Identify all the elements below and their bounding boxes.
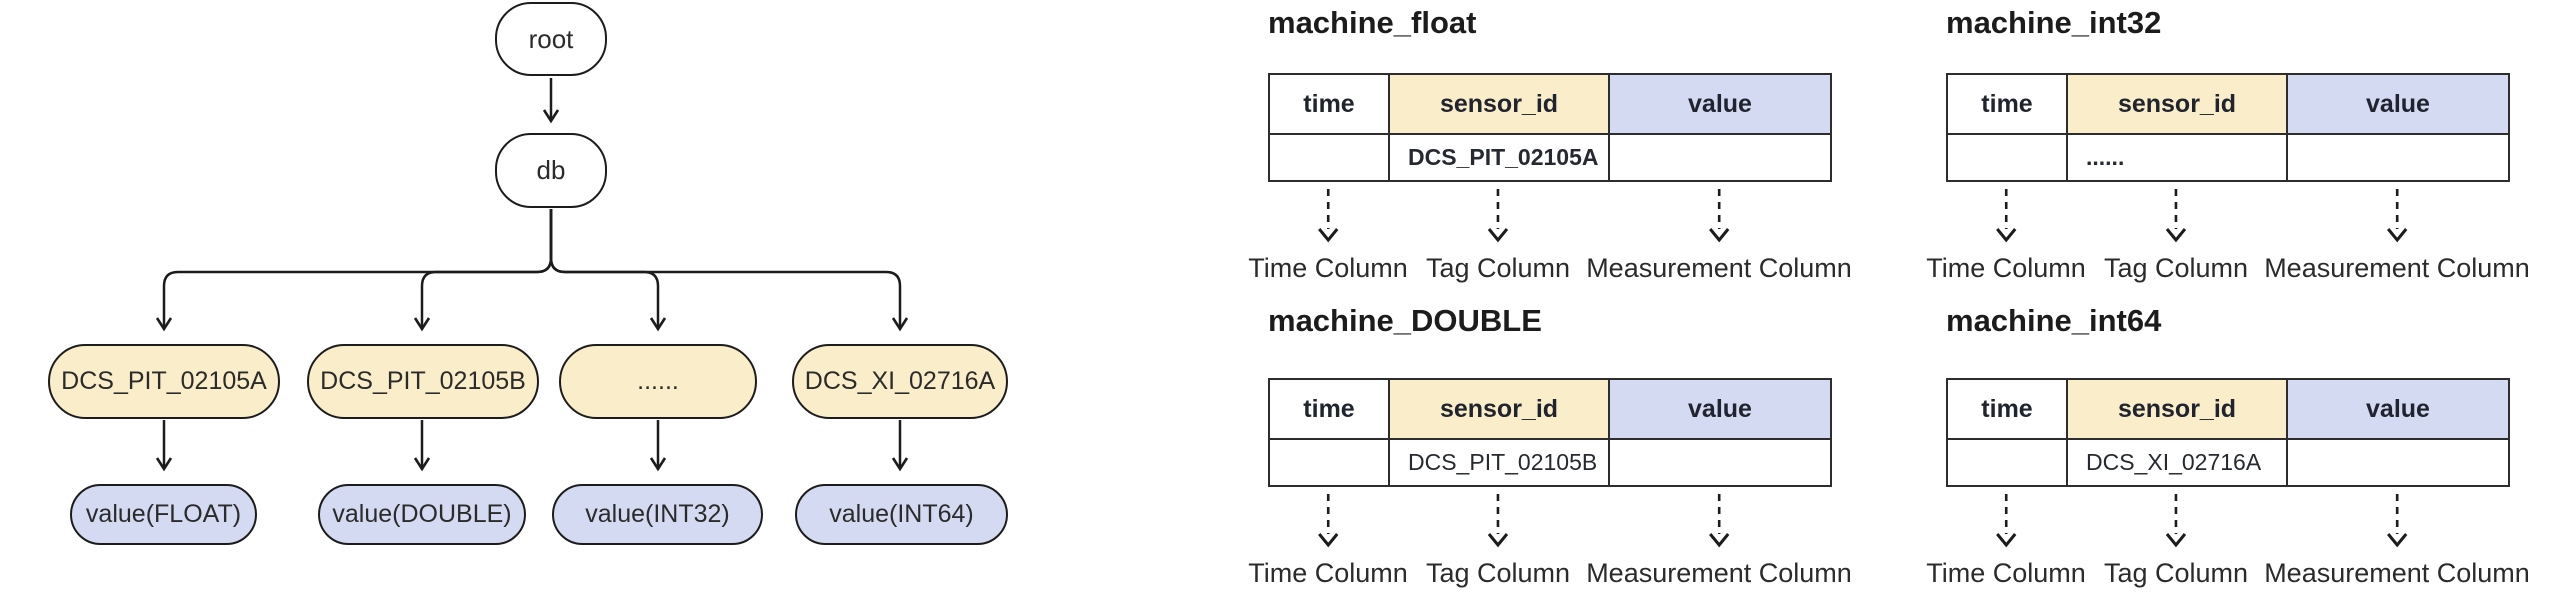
tree-node-value-int64: value(INT64) bbox=[795, 484, 1008, 545]
column-role-measurement: Measurement Column bbox=[2264, 493, 2530, 588]
column-header-time: time bbox=[1268, 73, 1390, 135]
column-role-time: Time Column bbox=[1248, 493, 1408, 588]
dashed-arrow-icon bbox=[2386, 494, 2408, 548]
column-header-value: value bbox=[1608, 73, 1832, 135]
cell-time bbox=[1268, 133, 1390, 182]
column-role-label: Tag Column bbox=[2103, 558, 2249, 588]
cell-sensor-id: ...... bbox=[2066, 133, 2288, 182]
table-data-row: ...... bbox=[1946, 133, 2510, 182]
column-role-measurement: Measurement Column bbox=[1586, 493, 1852, 588]
column-role-time: Time Column bbox=[1248, 188, 1408, 283]
measurement-table: time sensor_id value ...... bbox=[1946, 73, 2510, 182]
table-header-row: time sensor_id value bbox=[1268, 73, 1832, 135]
column-role-time: Time Column bbox=[1926, 493, 2086, 588]
table-title: machine_int32 bbox=[1946, 5, 2162, 40]
column-header-value: value bbox=[2286, 73, 2510, 135]
cell-value bbox=[2286, 133, 2510, 182]
tree-node-db: db bbox=[495, 133, 607, 208]
column-role-measurement: Measurement Column bbox=[1586, 188, 1852, 283]
column-role-annotations: Time Column Tag Column Measurement Colum… bbox=[1248, 182, 1852, 290]
tree-node-sensor-1: DCS_PIT_02105A bbox=[48, 344, 280, 419]
column-role-annotations: Time Column Tag Column Measurement Colum… bbox=[1248, 487, 1852, 595]
tree-node-value-float: value(FLOAT) bbox=[70, 484, 257, 545]
table-title: machine_int64 bbox=[1946, 303, 2162, 338]
tree-node-sensor-4: DCS_XI_02716A bbox=[792, 344, 1008, 419]
schema-tree-diagram: root db DCS_PIT_02105A DCS_PIT_02105B ..… bbox=[0, 0, 1060, 616]
column-header-time: time bbox=[1946, 378, 2068, 440]
table-title: machine_float bbox=[1268, 5, 1477, 40]
column-header-sensor-id: sensor_id bbox=[2066, 73, 2288, 135]
column-role-measurement: Measurement Column bbox=[2264, 188, 2530, 283]
table-figure-machine-int32: machine_int32 time sensor_id value .....… bbox=[1926, 2, 2530, 290]
cell-time bbox=[1946, 133, 2068, 182]
table-header-row: time sensor_id value bbox=[1946, 378, 2510, 440]
cell-value bbox=[1608, 438, 1832, 487]
table-header-row: time sensor_id value bbox=[1946, 73, 2510, 135]
table-figure-machine-double: machine_DOUBLE time sensor_id value DCS_… bbox=[1248, 300, 1852, 595]
table-title: machine_DOUBLE bbox=[1268, 303, 1542, 338]
dashed-arrow-icon bbox=[2165, 189, 2187, 243]
measurement-table: time sensor_id value DCS_PIT_02105B bbox=[1268, 378, 1832, 487]
column-header-sensor-id: sensor_id bbox=[2066, 378, 2288, 440]
tree-node-sensor-ellipsis: ...... bbox=[559, 344, 757, 419]
column-header-value: value bbox=[1608, 378, 1832, 440]
dashed-arrow-icon bbox=[2386, 189, 2408, 243]
column-header-time: time bbox=[1946, 73, 2068, 135]
dashed-arrow-icon bbox=[1708, 494, 1730, 548]
column-role-label: Time Column bbox=[1248, 558, 1408, 588]
dashed-arrow-icon bbox=[2165, 494, 2187, 548]
tree-node-value-double: value(DOUBLE) bbox=[318, 484, 526, 545]
column-role-label: Measurement Column bbox=[2264, 558, 2530, 588]
column-role-time: Time Column bbox=[1926, 188, 2086, 283]
dashed-arrow-icon bbox=[1487, 494, 1509, 548]
column-role-label: Time Column bbox=[1926, 253, 2086, 283]
column-role-tag: Tag Column bbox=[1426, 493, 1570, 588]
table-data-row: DCS_PIT_02105A bbox=[1268, 133, 1832, 182]
measurement-table: time sensor_id value DCS_XI_02716A bbox=[1946, 378, 2510, 487]
measurement-table: time sensor_id value DCS_PIT_02105A bbox=[1268, 73, 1832, 182]
table-figure-machine-int64: machine_int64 time sensor_id value DCS_X… bbox=[1926, 300, 2530, 595]
dashed-arrow-icon bbox=[1487, 189, 1509, 243]
column-role-tag: Tag Column bbox=[1426, 188, 1570, 283]
column-role-label: Time Column bbox=[1926, 558, 2086, 588]
table-data-row: DCS_XI_02716A bbox=[1946, 438, 2510, 487]
column-role-label: Measurement Column bbox=[2264, 253, 2530, 283]
column-role-label: Time Column bbox=[1248, 253, 1408, 283]
dashed-arrow-icon bbox=[1995, 494, 2017, 548]
cell-value bbox=[1608, 133, 1832, 182]
cell-time bbox=[1268, 438, 1390, 487]
cell-sensor-id: DCS_PIT_02105A bbox=[1388, 133, 1610, 182]
column-role-label: Measurement Column bbox=[1586, 558, 1852, 588]
table-header-row: time sensor_id value bbox=[1268, 378, 1832, 440]
tree-edges bbox=[155, 78, 909, 472]
column-header-value: value bbox=[2286, 378, 2510, 440]
dashed-arrow-icon bbox=[1708, 189, 1730, 243]
column-header-sensor-id: sensor_id bbox=[1388, 378, 1610, 440]
column-header-sensor-id: sensor_id bbox=[1388, 73, 1610, 135]
column-role-tag: Tag Column bbox=[2104, 493, 2248, 588]
cell-value bbox=[2286, 438, 2510, 487]
column-role-label: Tag Column bbox=[1425, 558, 1571, 588]
column-header-time: time bbox=[1268, 378, 1390, 440]
tree-node-root: root bbox=[495, 2, 607, 76]
cell-sensor-id: DCS_XI_02716A bbox=[2066, 438, 2288, 487]
column-role-label: Measurement Column bbox=[1586, 253, 1852, 283]
column-role-annotations: Time Column Tag Column Measurement Colum… bbox=[1926, 487, 2530, 595]
tree-node-value-int32: value(INT32) bbox=[552, 484, 763, 545]
tree-node-sensor-2: DCS_PIT_02105B bbox=[307, 344, 539, 419]
table-figure-machine-float: machine_float time sensor_id value DCS_P… bbox=[1248, 2, 1852, 290]
dashed-arrow-icon bbox=[1317, 494, 1339, 548]
column-role-tag: Tag Column bbox=[2104, 188, 2248, 283]
cell-sensor-id: DCS_PIT_02105B bbox=[1388, 438, 1610, 487]
column-role-label: Tag Column bbox=[1425, 253, 1571, 283]
dashed-arrow-icon bbox=[1995, 189, 2017, 243]
column-role-label: Tag Column bbox=[2103, 253, 2249, 283]
dashed-arrow-icon bbox=[1317, 189, 1339, 243]
table-data-row: DCS_PIT_02105B bbox=[1268, 438, 1832, 487]
column-role-annotations: Time Column Tag Column Measurement Colum… bbox=[1926, 182, 2530, 290]
cell-time bbox=[1946, 438, 2068, 487]
